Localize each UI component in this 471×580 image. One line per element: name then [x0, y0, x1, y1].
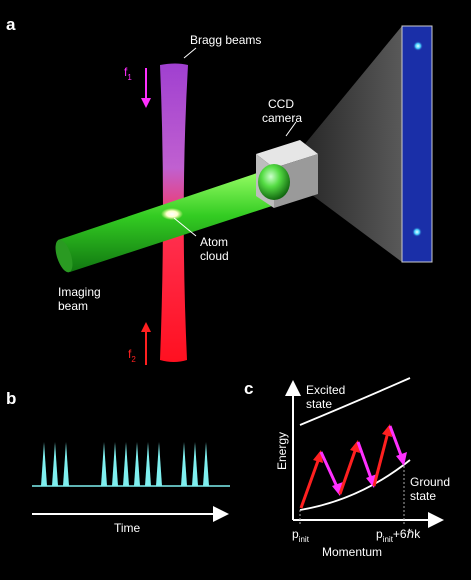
ccd-camera [256, 140, 318, 208]
ground-state-label-line2: state [410, 489, 436, 503]
pulse [52, 442, 58, 486]
camera-view-cone [300, 26, 402, 262]
excited-state-label-line2: state [306, 397, 332, 411]
transition-down-3 [388, 425, 404, 459]
time-axis-label: Time [114, 521, 141, 535]
transition-up-3 [372, 431, 390, 487]
transition-up-2 [338, 447, 358, 495]
imaging-beam [55, 170, 278, 273]
pulse [192, 442, 198, 486]
f2-label: f2 [128, 347, 136, 364]
p-init-label: pinit [292, 527, 310, 544]
excited-state-label-line1: Excited [306, 383, 345, 397]
pulse [134, 442, 140, 486]
pulse [145, 442, 151, 486]
ccd-label-line1: CCD [268, 97, 294, 111]
pulse [203, 442, 209, 486]
panel-b-label: b [6, 389, 16, 408]
pulse [123, 442, 129, 486]
panel-a-label: a [6, 15, 16, 34]
bragg-transitions [299, 424, 407, 509]
ccd-callout-line [285, 121, 297, 137]
pulse [41, 442, 47, 486]
excited-state-curve [299, 377, 411, 426]
ccd-image [401, 25, 433, 263]
pulse [181, 442, 187, 486]
atom-cloud-label-line1: Atom [200, 235, 228, 249]
pulse [63, 442, 69, 486]
f1-arrow-head [141, 98, 151, 108]
pulse [101, 442, 107, 486]
momentum-axis-label: Momentum [322, 545, 382, 559]
bragg-beams-label: Bragg beams [190, 33, 261, 47]
imaging-beam-label-line1: Imaging [58, 285, 101, 299]
ccd-label-line2: camera [262, 111, 302, 125]
pulse-train [32, 442, 230, 487]
ccd-spot-bottom [412, 227, 422, 237]
f2-arrow-head [141, 322, 151, 332]
atom-cloud [161, 208, 183, 220]
ground-state-curve [299, 459, 411, 511]
bragg-callout-line [183, 47, 197, 59]
p-final-label: pinit+6ℏk [376, 527, 421, 544]
transition-up-1 [299, 457, 321, 509]
panel-c-label: c [244, 379, 253, 398]
transition-down-2 [356, 441, 374, 482]
transition-down-1 [319, 451, 340, 490]
atom-callout-line [173, 217, 197, 237]
pulse [112, 442, 118, 486]
energy-axis-label: Energy [275, 432, 289, 470]
f1-label: f1 [124, 65, 132, 82]
ccd-spot-top [413, 41, 423, 51]
imaging-beam-label-line2: beam [58, 299, 88, 313]
camera-lens [258, 164, 290, 200]
pulse [156, 442, 162, 486]
atom-cloud-label-line2: cloud [200, 249, 229, 263]
ground-state-label-line1: Ground [410, 475, 450, 489]
